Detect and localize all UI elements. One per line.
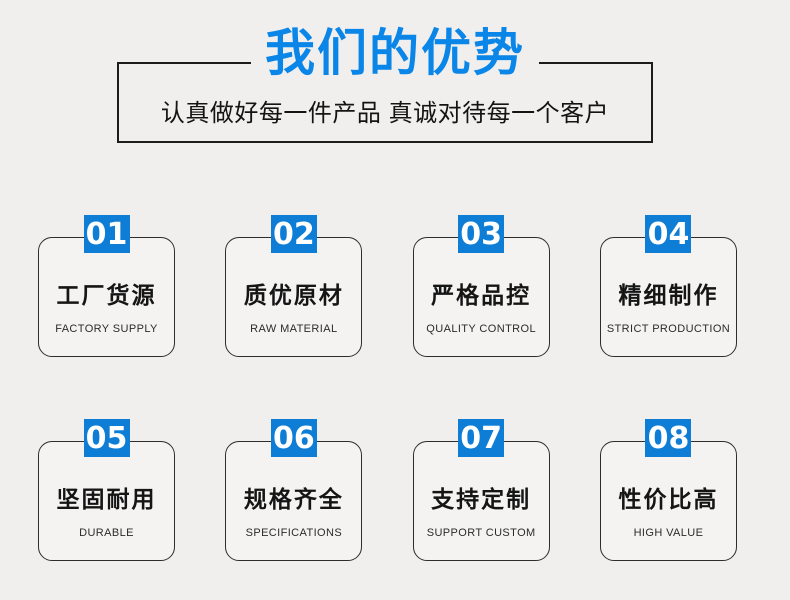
card-title-en: RAW MATERIAL: [250, 323, 338, 335]
card-number-badge: 04: [645, 215, 692, 253]
card-title-zh: 支持定制: [431, 486, 532, 512]
advantage-card-6: 06 规格齐全 SPECIFICATIONS: [225, 419, 363, 561]
card-title-zh: 坚固耐用: [56, 486, 157, 512]
card-body: 严格品控 QUALITY CONTROL: [412, 237, 550, 357]
card-number-badge: 06: [270, 419, 317, 457]
card-title-zh: 质优原材: [243, 282, 344, 308]
advantage-card-3: 03 严格品控 QUALITY CONTROL: [412, 215, 550, 357]
page-title: 我们的优势: [251, 26, 539, 81]
card-body: 规格齐全 SPECIFICATIONS: [225, 441, 363, 561]
card-title-zh: 精细制作: [618, 282, 719, 308]
card-title-zh: 规格齐全: [243, 486, 344, 512]
card-number-badge: 05: [83, 419, 130, 457]
card-title-en: SUPPORT CUSTOM: [426, 527, 536, 539]
advantage-card-4: 04 精细制作 STRICT PRODUCTION: [599, 215, 737, 357]
card-body: 质优原材 RAW MATERIAL: [225, 237, 363, 357]
card-number-badge: 03: [458, 215, 505, 253]
advantage-card-7: 07 支持定制 SUPPORT CUSTOM: [412, 419, 550, 561]
card-title-en: STRICT PRODUCTION: [606, 323, 731, 335]
card-title-zh: 性价比高: [618, 486, 719, 512]
card-title-en: QUALITY CONTROL: [426, 323, 537, 335]
card-number-badge: 08: [645, 419, 692, 457]
card-title-en: HIGH VALUE: [633, 527, 704, 539]
card-body: 工厂货源 FACTORY SUPPLY: [38, 237, 175, 357]
advantage-card-1: 01 工厂货源 FACTORY SUPPLY: [38, 215, 175, 357]
header-subtitle: 认真做好每一件产品 真诚对待每一个客户: [160, 100, 610, 127]
advantage-card-8: 08 性价比高 HIGH VALUE: [599, 419, 737, 561]
card-number-badge: 07: [458, 419, 505, 457]
card-title-zh: 严格品控: [431, 282, 532, 308]
header-title-row: 我们的优势: [0, 26, 790, 81]
card-number-badge: 02: [270, 215, 317, 253]
card-title-zh: 工厂货源: [56, 282, 157, 308]
advantage-row-1: 01 工厂货源 FACTORY SUPPLY 02 质优原材 RAW MATER…: [38, 215, 737, 357]
card-number-badge: 01: [83, 215, 130, 253]
advantage-row-2: 05 坚固耐用 DURABLE 06 规格齐全 SPECIFICATIONS 0…: [38, 419, 737, 561]
card-title-en: DURABLE: [79, 527, 134, 539]
card-body: 坚固耐用 DURABLE: [38, 441, 175, 561]
card-title-en: SPECIFICATIONS: [245, 527, 343, 539]
advantage-card-5: 05 坚固耐用 DURABLE: [38, 419, 175, 561]
card-body: 性价比高 HIGH VALUE: [599, 441, 737, 561]
card-body: 支持定制 SUPPORT CUSTOM: [412, 441, 550, 561]
advantage-card-2: 02 质优原材 RAW MATERIAL: [225, 215, 363, 357]
card-title-en: FACTORY SUPPLY: [55, 323, 158, 335]
card-body: 精细制作 STRICT PRODUCTION: [599, 237, 737, 357]
